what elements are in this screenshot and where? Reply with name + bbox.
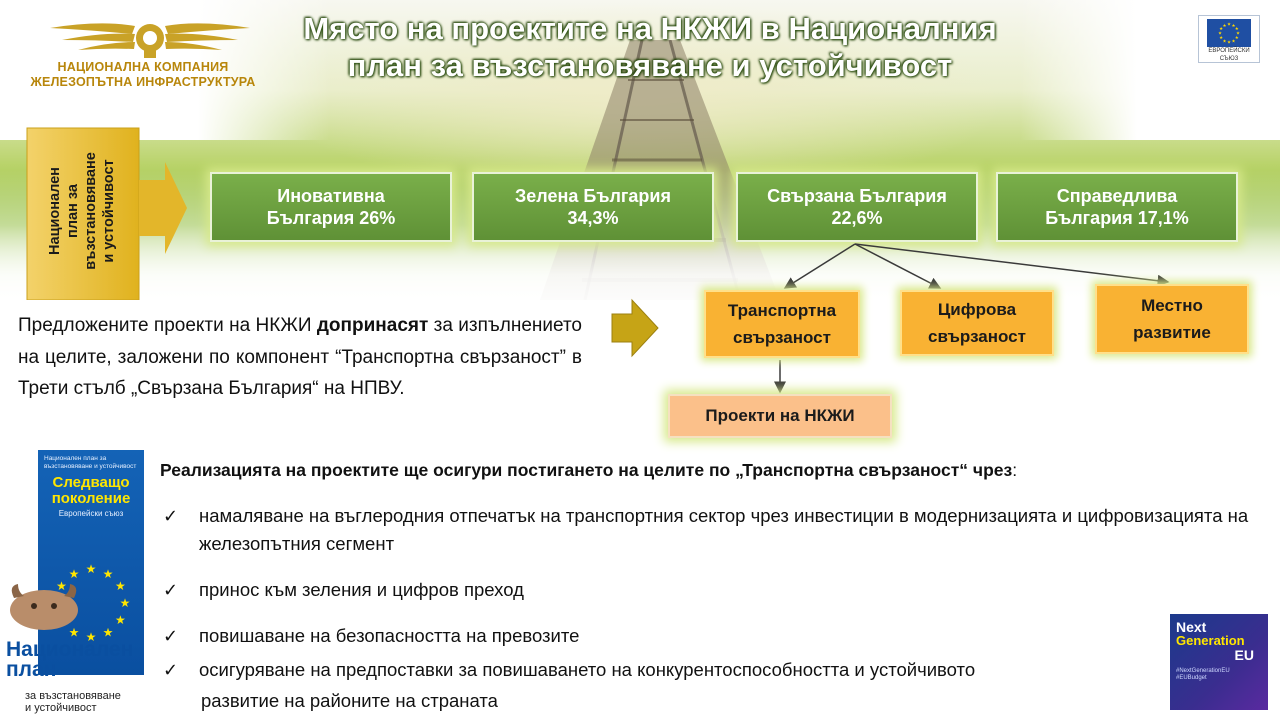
- star-icon: ★: [56, 579, 67, 593]
- pillar-connected-bulgaria: Свързана България 22,6%: [736, 172, 978, 242]
- star-icon: ★: [1218, 31, 1222, 37]
- star-icon: ★: [1227, 40, 1231, 46]
- list-item: ✓ намаляване на въглеродния отпечатък на…: [163, 502, 1259, 558]
- star-icon: ★: [115, 613, 126, 627]
- check-icon: ✓: [163, 660, 179, 680]
- projects-box: Проекти на НКЖИ: [668, 394, 892, 438]
- brochure-heading: Следващо поколение: [51, 474, 131, 507]
- bull-emblem-icon: [10, 584, 78, 630]
- component-local-development: Местно развитие: [1095, 284, 1249, 354]
- star-icon: ★: [1219, 35, 1223, 41]
- star-icon: ★: [86, 562, 97, 576]
- star-icon: ★: [1236, 31, 1240, 37]
- contribution-paragraph: Предложените проекти на НКЖИ допринасят …: [18, 315, 582, 399]
- star-icon: ★: [1235, 35, 1239, 41]
- check-icon: ✓: [163, 506, 179, 526]
- brochure-subheading: Европейски съюз: [58, 509, 124, 518]
- check-icon: ✓: [163, 580, 179, 600]
- star-icon: ★: [103, 626, 114, 640]
- benefit-text: повишаване на безопасността на превозите: [199, 625, 580, 646]
- benefit-continuation: развитие на районите на страната: [201, 690, 498, 711]
- header-fade-left: [0, 0, 330, 140]
- eu-flag-badge: ★★★★★★★★★★★★ ЕВРОПЕЙСКИ СЪЮЗ: [1198, 15, 1260, 63]
- ngeu-line3: EU: [1234, 647, 1254, 663]
- star-icon: ★: [1219, 26, 1223, 32]
- star-icon: ★: [115, 579, 126, 593]
- pillar-fair-bulgaria: Справедлива България 17,1%: [996, 172, 1238, 242]
- nkzhi-winged-wheel-logo: [50, 23, 250, 58]
- page-title: Място на проектите на НКЖИ в Националния…: [303, 11, 997, 83]
- pillar-innovative-bulgaria: Иновативна България 26%: [210, 172, 452, 242]
- star-icon: ★: [103, 567, 114, 581]
- benefit-text: осигуряване на предпоставки за повишаван…: [199, 659, 976, 680]
- plan-arrow-shape: [26, 127, 187, 300]
- star-icon: ★: [1235, 26, 1239, 32]
- national-plan-title: Национален план: [6, 638, 134, 681]
- eu-flag-icon: ★★★★★★★★★★★★: [1207, 19, 1251, 47]
- component-digital-connectivity: Цифрова свързаност: [900, 290, 1054, 356]
- next-generation-eu-badge: Next Generation EU #NextGenerationEU #EU…: [1170, 614, 1268, 710]
- eu-flag-label: ЕВРОПЕЙСКИ СЪЮЗ: [1208, 48, 1250, 62]
- star-icon: ★: [1231, 38, 1235, 44]
- ngeu-line2: Generation: [1176, 633, 1245, 648]
- benefit-text: намаляване на въглеродния отпечатък на т…: [199, 505, 1249, 554]
- plan-label: Национален план за възстановяване и усто…: [47, 152, 118, 270]
- star-icon: ★: [86, 630, 97, 644]
- star-icon: ★: [1222, 23, 1226, 29]
- ngeu-hashtags: #NextGenerationEU #EUBudget: [1176, 668, 1230, 681]
- list-item: ✓ осигуряване на предпоставки за повишав…: [163, 656, 1259, 684]
- list-item: ✓ повишаване на безопасността на превози…: [163, 622, 1259, 650]
- ngeu-line1: Next: [1176, 619, 1207, 635]
- star-icon: ★: [120, 596, 131, 610]
- benefit-text: принос към зеления и цифров преход: [199, 579, 524, 600]
- national-plan-subtitle: за възстановяване и устойчивост: [25, 690, 121, 714]
- pointer-arrow-icon: [611, 298, 659, 358]
- star-icon: ★: [1227, 22, 1231, 28]
- check-icon: ✓: [163, 626, 179, 646]
- brochure-top-text: Национален план за възстановяване и усто…: [44, 455, 137, 470]
- pillar-green-bulgaria: Зелена България 34,3%: [472, 172, 714, 242]
- star-icon: ★: [1231, 23, 1235, 29]
- component-transport-connectivity: Транспортна свързаност: [704, 290, 860, 358]
- star-icon: ★: [69, 567, 80, 581]
- list-item: ✓ принос към зеления и цифров преход: [163, 576, 1259, 604]
- star-icon: ★: [1222, 38, 1226, 44]
- benefits-lead: Реализацията на проектите ще осигури пос…: [160, 460, 1018, 480]
- star-icon: ★: [69, 626, 80, 640]
- company-name: НАЦИОНАЛНА КОМПАНИЯ ЖЕЛЕЗОПЪТНА ИНФРАСТР…: [30, 60, 256, 89]
